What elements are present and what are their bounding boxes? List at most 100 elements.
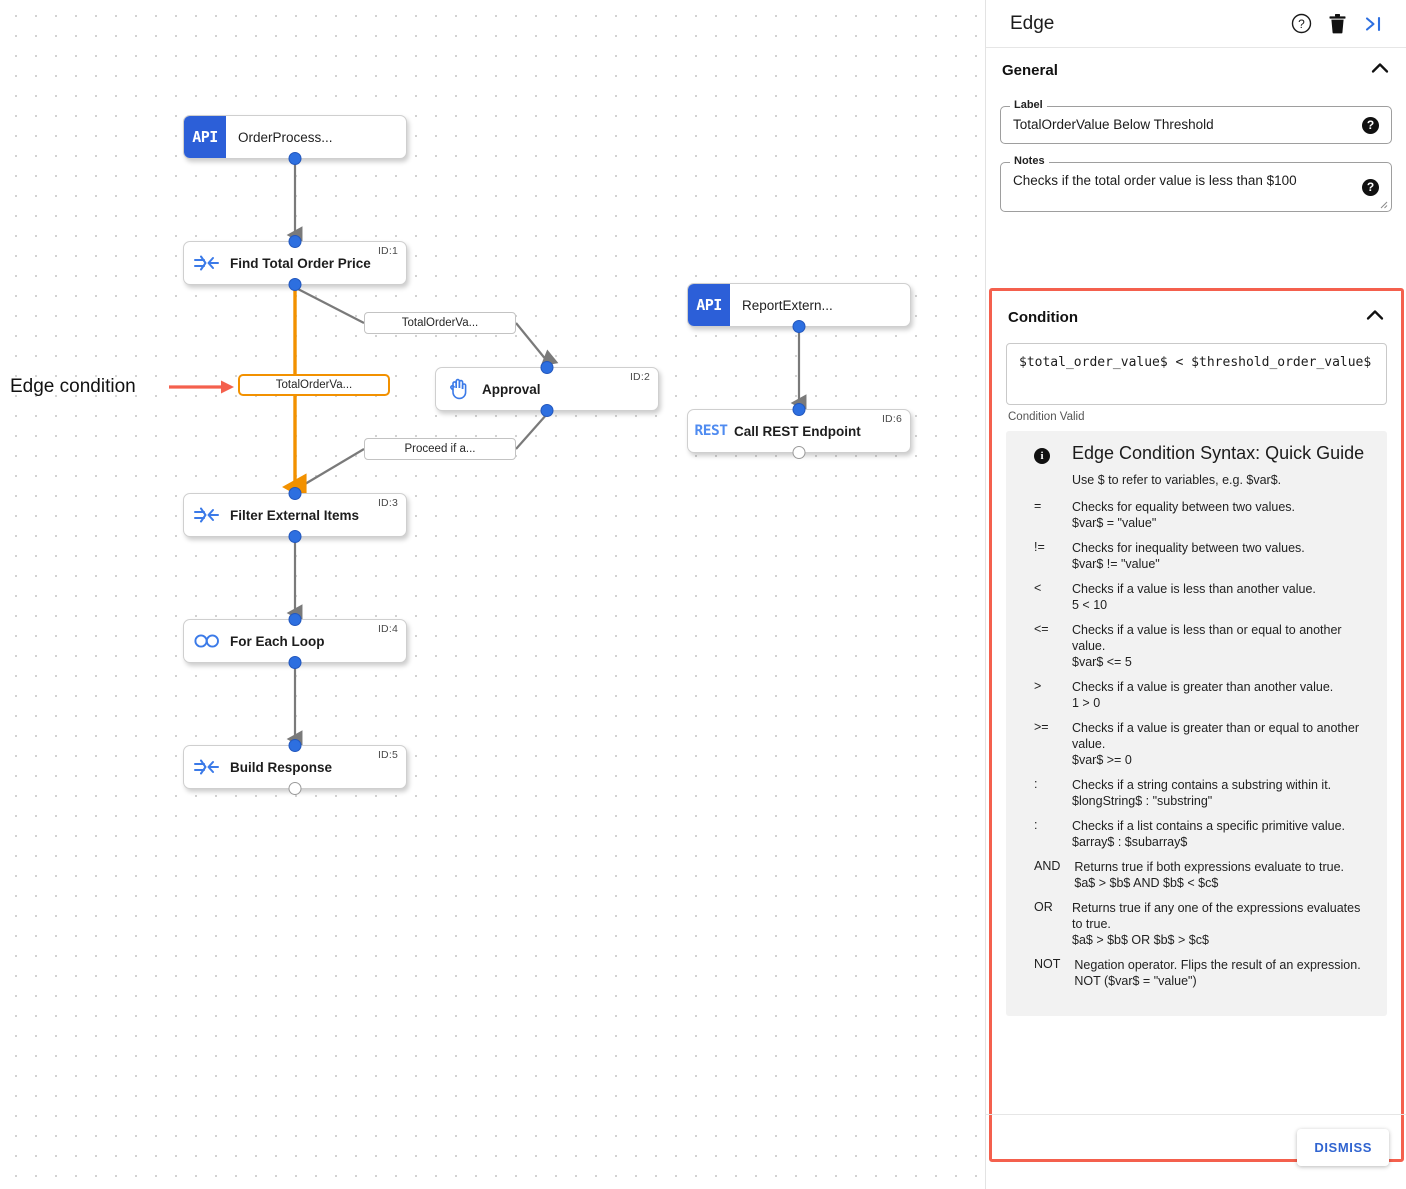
operator-symbol: != [1034,540,1045,554]
node-output-port[interactable] [288,278,302,291]
node-output-port[interactable] [792,446,806,459]
notes-field-value: Checks if the total order value is less … [1013,173,1297,188]
workflow-canvas[interactable]: API OrderProcess... Find Total Order Pri… [0,0,985,1189]
help-icon[interactable]: ? [1286,9,1316,39]
condition-section-header[interactable]: Condition [992,295,1401,339]
panel-header: Edge ? [986,0,1406,48]
operator-row: AND Returns true if both expressions eval… [1020,859,1373,891]
api-badge: API [184,116,226,158]
node-label: Call REST Endpoint [734,423,861,439]
node-input-port[interactable] [288,235,302,248]
condition-validity-status: Condition Valid [1008,411,1085,423]
node-label: Approval [482,381,541,397]
node-id-tag: ID:1 [377,245,398,257]
operator-example: $longString$ : "substring" [1072,794,1213,808]
operator-description: Negation operator. Flips the result of a… [1074,958,1361,972]
notes-resize-handle[interactable] [1378,199,1388,209]
operator-symbol: = [1034,499,1042,513]
operator-description: Checks if a list contains a specific pri… [1072,819,1346,833]
operator-description: Checks for inequality between two values… [1072,541,1305,555]
node-label: For Each Loop [230,633,325,649]
node-find-total-order-price[interactable]: Find Total Order Price ID:1 [183,235,407,291]
operator-row: <= Checks if a value is less than or equa… [1020,622,1373,670]
node-approval[interactable]: Approval ID:2 [435,361,659,417]
operator-description: Returns true if any one of the expressio… [1072,901,1361,931]
node-output-port[interactable] [540,404,554,417]
node-id-tag: ID:5 [377,749,398,761]
label-help-icon[interactable]: ? [1362,116,1379,134]
panel-body: General Label TotalOrderValue Below Thre… [986,48,1406,1189]
operator-description: Checks if a value is less than or equal … [1072,623,1342,653]
dismiss-button[interactable]: DISMISS [1297,1129,1389,1166]
node-label: OrderProcess... [238,129,333,145]
node-input-port[interactable] [792,403,806,416]
chevron-up-icon[interactable] [1365,308,1385,327]
node-id-tag: ID:4 [377,623,398,635]
node-order-process[interactable]: API OrderProcess... [183,115,407,165]
node-output-port[interactable] [288,152,302,165]
hand-icon [436,368,482,410]
node-output-port[interactable] [792,320,806,333]
panel-footer: DISMISS [985,1114,1406,1189]
operator-symbol: > [1034,679,1042,693]
operator-symbol: AND [1034,859,1061,873]
chevron-up-icon[interactable] [1370,61,1390,80]
notes-field[interactable]: Notes Checks if the total order value is… [1000,155,1392,212]
node-input-port[interactable] [540,361,554,374]
operator-symbol: NOT [1034,957,1061,971]
operator-example: 1 > 0 [1072,696,1101,710]
operator-example: 5 < 10 [1072,598,1108,612]
collapse-panel-icon[interactable] [1358,9,1388,39]
edge-label-total-order-va-top[interactable]: TotalOrderVa... [364,312,516,334]
label-field-value: TotalOrderValue Below Threshold [1013,117,1214,132]
edge-label-total-order-va-selected[interactable]: TotalOrderVa... [238,374,390,396]
node-for-each-loop[interactable]: For Each Loop ID:4 [183,613,407,669]
node-output-port[interactable] [288,782,302,795]
node-input-port[interactable] [288,613,302,626]
node-report-extern[interactable]: API ReportExtern... [687,283,911,333]
operator-symbol: OR [1034,900,1053,914]
edge-label-proceed-if-a[interactable]: Proceed if a... [364,438,516,460]
loop-icon [184,620,230,662]
node-id-tag: ID:2 [629,371,650,383]
general-section-header[interactable]: General [986,48,1406,92]
operator-description: Returns true if both expressions evaluat… [1074,860,1344,874]
node-filter-external-items[interactable]: Filter External Items ID:3 [183,487,407,543]
transform-icon [184,746,230,788]
operator-symbol: : [1034,818,1038,832]
edge-connections [282,160,807,748]
node-output-port[interactable] [288,530,302,543]
operator-row: OR Returns true if any one of the express… [1020,900,1373,948]
transform-icon [184,242,230,284]
info-icon: i [1034,448,1050,464]
condition-section-highlight: Condition $total_order_value$ < $thresho… [989,288,1404,1162]
node-build-response[interactable]: Build Response ID:5 [183,739,407,795]
operator-description: Checks if a string contains a substring … [1072,778,1332,792]
annotation-arrow-icon [169,380,234,394]
operator-example: $var$ <= 5 [1072,655,1132,669]
operator-example: $var$ >= 0 [1072,753,1132,767]
operator-example: $var$ != "value" [1072,557,1160,571]
operator-row: NOT Negation operator. Flips the result o… [1020,957,1373,989]
node-input-port[interactable] [288,487,302,500]
notes-help-icon[interactable]: ? [1362,178,1379,196]
node-input-port[interactable] [288,739,302,752]
page-title: Edge [1010,12,1055,34]
svg-text:?: ? [1298,17,1305,31]
node-label: Build Response [230,759,333,775]
operator-description: Checks for equality between two values. [1072,500,1296,514]
condition-expression-input[interactable]: $total_order_value$ < $threshold_order_v… [1006,343,1387,405]
node-label: ReportExtern... [742,297,833,313]
operator-description: Checks if a value is greater than or equ… [1072,721,1359,751]
label-field[interactable]: Label TotalOrderValue Below Threshold ? [1000,99,1392,144]
operator-list: = Checks for equality between two values.… [1020,499,1373,989]
operator-row: >=Checks if a value is greater than or e… [1020,720,1373,768]
operator-symbol: : [1034,777,1038,791]
node-output-port[interactable] [288,656,302,669]
node-call-rest-endpoint[interactable]: REST Call REST Endpoint ID:6 [687,403,911,459]
node-label: Find Total Order Price [230,255,371,271]
general-section-title: General [1002,61,1058,79]
operator-symbol: < [1034,581,1042,595]
delete-icon[interactable] [1322,9,1352,39]
operator-symbol: <= [1034,622,1049,636]
